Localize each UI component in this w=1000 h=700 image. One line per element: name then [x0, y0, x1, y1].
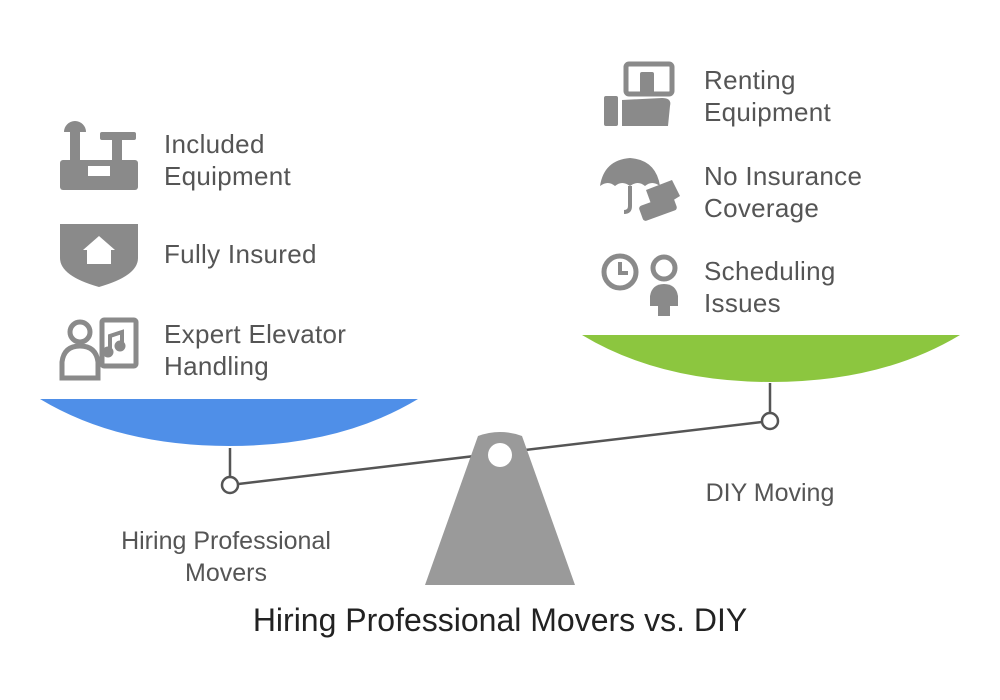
umbrella-broken-icon [600, 158, 680, 221]
item-line: Equipment [704, 97, 831, 127]
item-line: Renting [704, 65, 796, 95]
shield-home-icon [60, 224, 138, 287]
item-line: Equipment [164, 161, 291, 191]
label-line: DIY Moving [705, 479, 835, 507]
right-pan [582, 335, 960, 382]
item-line: Expert Elevator [164, 319, 347, 349]
left-hanger-knob [220, 475, 240, 495]
left-item-fully-insured: Fully Insured [164, 238, 317, 270]
item-line: No Insurance [704, 161, 863, 191]
right-hanger-knob [760, 411, 780, 431]
clock-person-icon [601, 253, 678, 316]
item-line: Handling [164, 351, 270, 381]
item-line: Included [164, 129, 265, 159]
left-item-included-equipment: Included Equipment [164, 128, 291, 192]
right-item-renting-equipment: Renting Equipment [704, 64, 831, 128]
hand-money-icon [604, 61, 675, 126]
item-line: Fully Insured [164, 239, 317, 269]
worker-elevator-icon [59, 317, 139, 381]
right-item-no-insurance: No Insurance Coverage [704, 160, 862, 224]
page-title: Hiring Professional Movers vs. DIY [252, 602, 748, 638]
fulcrum [425, 432, 575, 585]
left-item-expert-elevator: Expert Elevator Handling [164, 318, 346, 382]
fulcrum-pivot [488, 443, 512, 467]
right-item-scheduling: Scheduling Issues [704, 255, 836, 319]
item-line: Coverage [704, 193, 820, 223]
right-side-label: DIY Moving [660, 477, 880, 509]
label-line: Movers [185, 559, 267, 587]
left-side-label: Hiring Professional Movers [76, 525, 376, 589]
label-line: Hiring Professional [121, 527, 331, 555]
left-pan [40, 399, 418, 446]
tools-box-icon [60, 121, 138, 190]
item-line: Issues [704, 288, 781, 318]
item-line: Scheduling [704, 256, 836, 286]
